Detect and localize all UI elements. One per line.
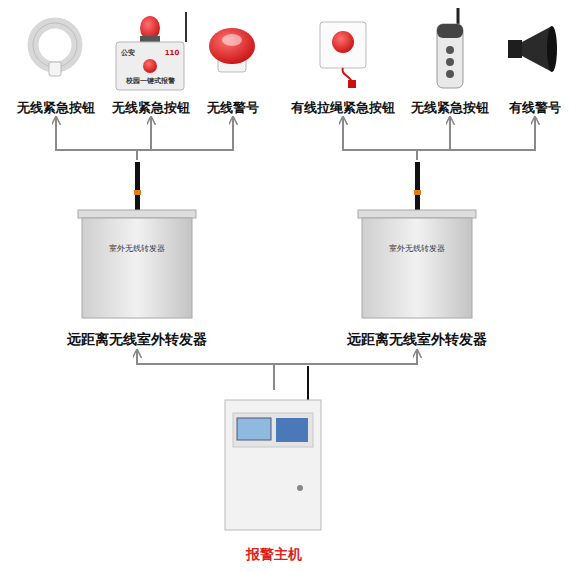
antenna-band	[414, 190, 421, 195]
panel-text: 室外无线转发器	[342, 244, 492, 254]
device-label: 无线警号	[202, 100, 264, 115]
keypad	[276, 418, 308, 442]
device-print: 校园一键式报警	[126, 78, 175, 85]
ring-tag	[49, 62, 61, 76]
node-box: 室外无线转发器远距离无线室外转发器	[342, 160, 492, 350]
antenna	[457, 8, 460, 26]
repeater-enclosure	[362, 218, 472, 318]
enclosure-lid	[358, 210, 476, 218]
connector-arrow	[137, 350, 274, 390]
node-box: 无线紧急按钮	[104, 5, 198, 117]
pull-cord	[342, 68, 352, 82]
device-label: 无线紧急按钮	[104, 100, 198, 115]
repeater-enclosure	[82, 218, 192, 318]
wireless-siren	[209, 28, 255, 64]
node-box: 有线拉绳紧急按钮	[288, 5, 398, 117]
ring-edge	[33, 23, 77, 67]
beacon-base	[140, 36, 160, 42]
cord-tag	[348, 80, 356, 88]
remote-key	[446, 46, 454, 54]
remote-key	[446, 58, 454, 66]
connector-arrow	[417, 117, 450, 160]
device-label: 有线警号	[500, 100, 570, 115]
node-box: 无线紧急按钮	[8, 5, 104, 117]
host-cabinet	[225, 400, 321, 530]
ring-button	[33, 23, 77, 67]
device-label: 无线紧急按钮	[8, 100, 104, 115]
horn-mouth	[547, 26, 557, 72]
horn-body	[508, 40, 522, 58]
host-label: 报警主机	[222, 546, 326, 563]
red-button	[143, 59, 157, 73]
antenna	[415, 162, 420, 212]
node-box: 室外无线转发器远距离无线室外转发器	[62, 160, 212, 350]
repeater-label: 远距离无线室外转发器	[62, 331, 212, 348]
connector-arrow	[137, 117, 233, 160]
panel-text: 室外无线转发器	[62, 244, 212, 254]
siren-shine	[222, 34, 242, 46]
connector-arrow	[137, 117, 151, 160]
lock	[297, 485, 303, 491]
connector-arrow	[56, 117, 137, 160]
device-print: 公安	[121, 50, 135, 57]
antenna	[135, 162, 140, 212]
device-label: 有线拉绳紧急按钮	[288, 100, 398, 115]
connector-arrow	[417, 117, 535, 160]
device-print: 110	[165, 50, 180, 57]
remote-control	[437, 24, 463, 88]
lcd-screen	[237, 418, 271, 440]
repeater-label: 远距离无线室外转发器	[342, 331, 492, 348]
connector-arrow	[343, 117, 417, 160]
connector-arrow	[274, 350, 417, 390]
remote-top	[437, 24, 463, 38]
node-box: 有线警号	[500, 5, 570, 117]
enclosure-lid	[78, 210, 196, 218]
antenna	[307, 366, 309, 402]
node-box: 无线警号	[202, 5, 264, 117]
alarm-box	[116, 42, 184, 90]
device-label: 无线紧急按钮	[402, 100, 498, 115]
cord-panel	[320, 22, 366, 68]
antenna-band	[134, 190, 141, 195]
host-panel	[233, 413, 313, 447]
node-box: 报警主机	[222, 390, 326, 567]
antenna	[185, 12, 187, 42]
remote-key	[446, 70, 454, 78]
red-button	[332, 31, 354, 53]
node-box: 无线紧急按钮	[402, 5, 498, 117]
